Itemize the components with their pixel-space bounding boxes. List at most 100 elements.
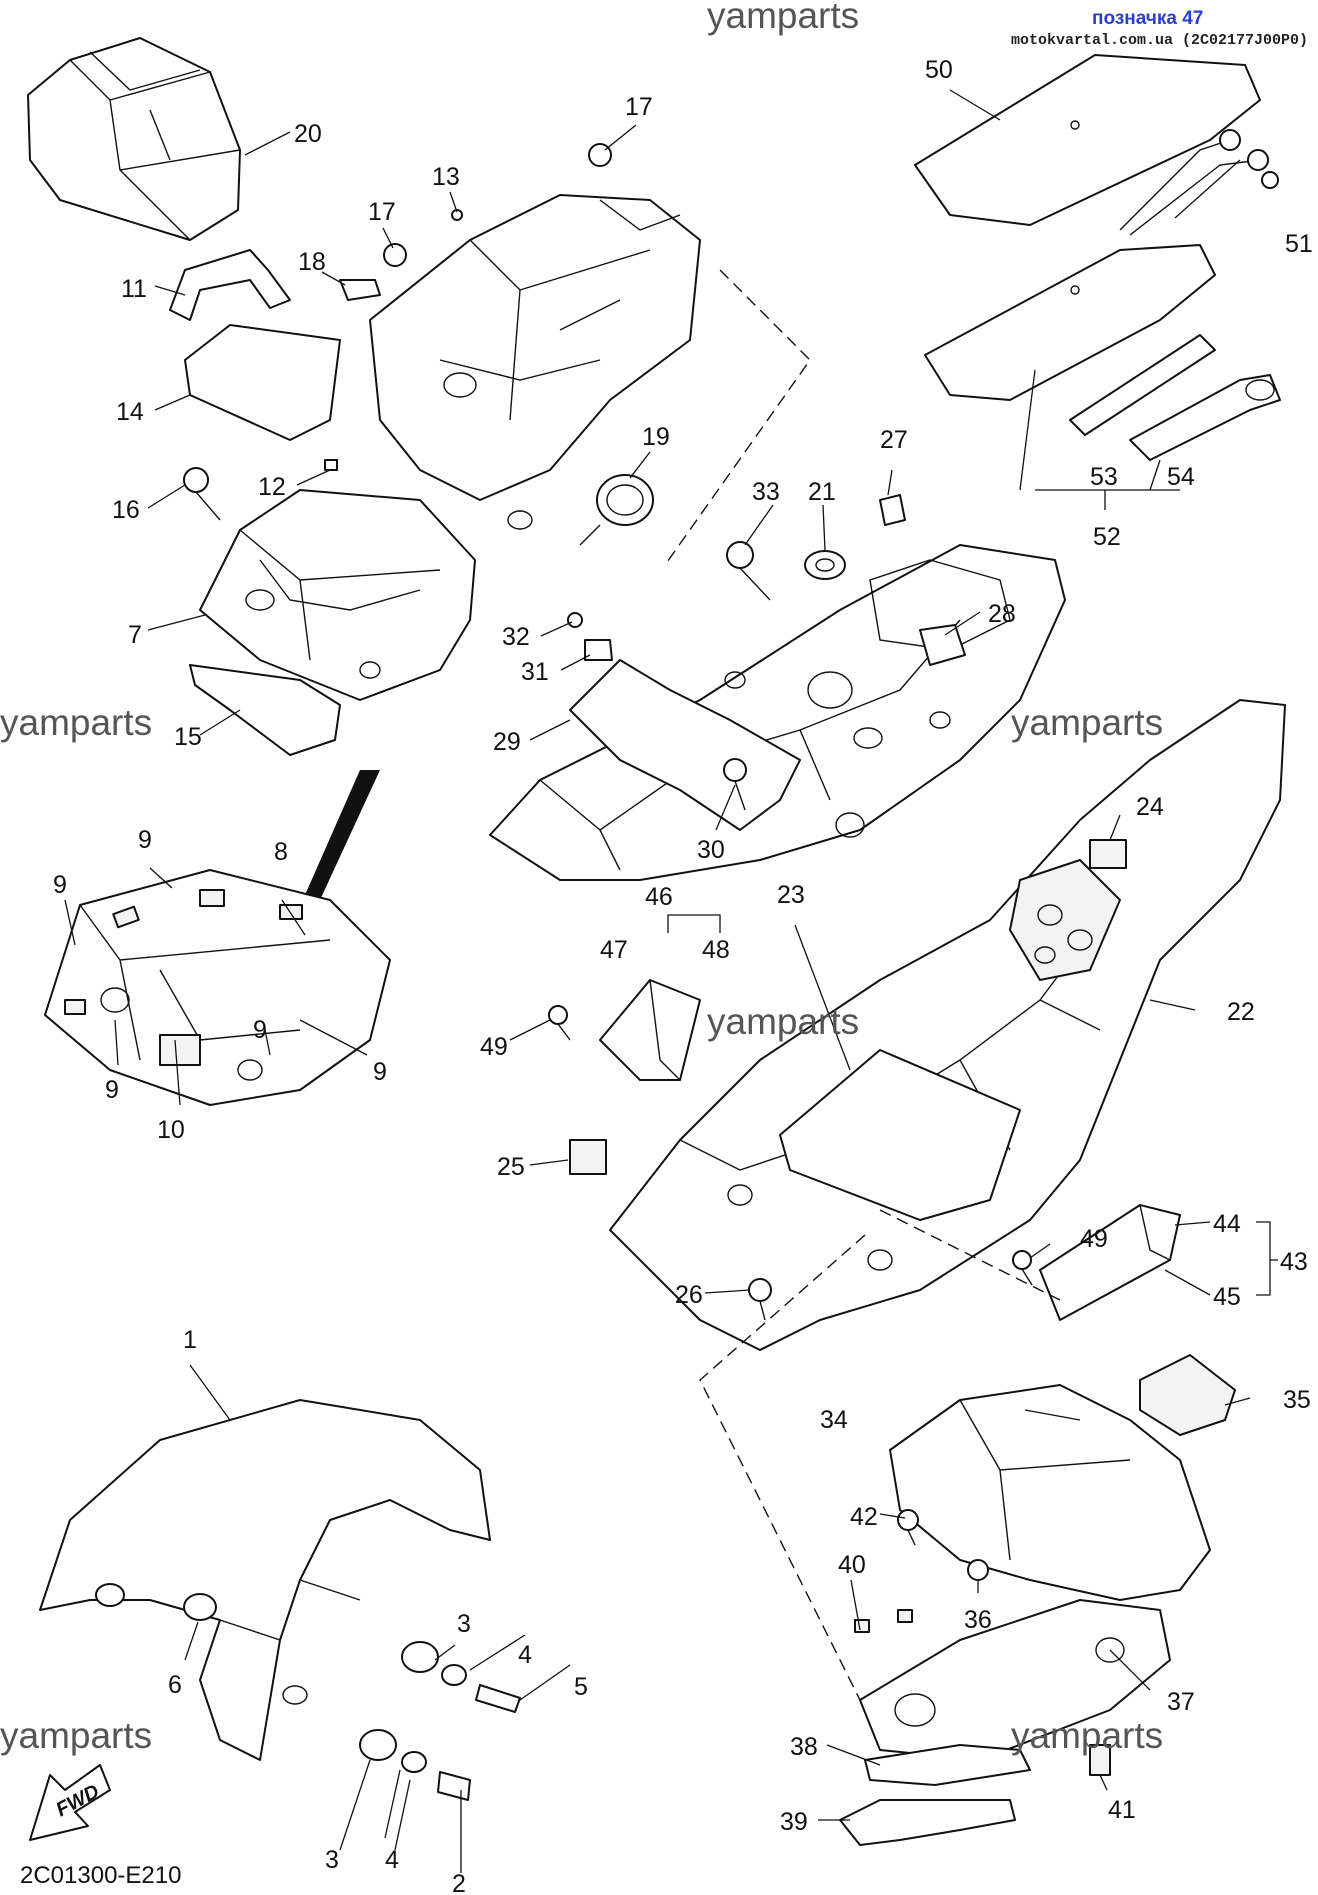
callout-15: 15 bbox=[174, 723, 202, 751]
callout-34: 34 bbox=[820, 1406, 848, 1434]
callout-49: 49 bbox=[480, 1033, 508, 1061]
callout-36: 36 bbox=[964, 1606, 992, 1634]
plate-part-15 bbox=[189, 664, 341, 756]
callout-4: 4 bbox=[518, 1641, 532, 1669]
callout-24: 24 bbox=[1136, 793, 1164, 821]
callout-29: 29 bbox=[493, 728, 521, 756]
callout-9: 9 bbox=[105, 1076, 119, 1104]
callout-22: 22 bbox=[1227, 998, 1255, 1026]
callout-25: 25 bbox=[497, 1153, 525, 1181]
callout-19: 19 bbox=[642, 423, 670, 451]
rear-frame-upper-assembly bbox=[369, 194, 701, 530]
seat-sheet-part-50 bbox=[914, 54, 1261, 226]
callout-44: 44 bbox=[1213, 1210, 1241, 1238]
callout-3: 3 bbox=[325, 1846, 339, 1874]
clamp-part-19 bbox=[579, 474, 654, 546]
callout-1: 1 bbox=[183, 1326, 197, 1354]
stay-part-38 bbox=[864, 1744, 1031, 1786]
callout-47: 47 bbox=[600, 936, 628, 964]
callout-21: 21 bbox=[808, 478, 836, 506]
callout-5: 5 bbox=[574, 1673, 588, 1701]
callout-20: 20 bbox=[294, 120, 322, 148]
callout-9: 9 bbox=[53, 871, 67, 899]
callout-27: 27 bbox=[880, 426, 908, 454]
callout-30: 30 bbox=[697, 836, 725, 864]
watermark: yamparts bbox=[707, 1001, 859, 1042]
callout-39: 39 bbox=[780, 1808, 808, 1836]
callout-4: 4 bbox=[385, 1846, 399, 1874]
source-link[interactable]: позначка 47 bbox=[1092, 8, 1203, 29]
callout-18: 18 bbox=[298, 248, 326, 276]
callout-16: 16 bbox=[112, 496, 140, 524]
callout-45: 45 bbox=[1213, 1283, 1241, 1311]
front-fender-fasteners-2-6 bbox=[183, 1593, 521, 1801]
callout-31: 31 bbox=[521, 658, 549, 686]
callout-14: 14 bbox=[116, 398, 144, 426]
bracket-parts-46-47-48 bbox=[599, 979, 701, 1081]
bolt-part-49-right bbox=[1012, 1250, 1033, 1286]
watermark: yamparts bbox=[1011, 1715, 1163, 1756]
watermark: yamparts bbox=[1011, 702, 1163, 743]
assembly-guide-lines bbox=[664, 269, 1061, 1701]
cover-part-29 bbox=[569, 659, 801, 831]
diagram-code: 2C01300-E210 bbox=[20, 1862, 181, 1889]
callout-9: 9 bbox=[138, 826, 152, 854]
watermark: yamparts bbox=[0, 1715, 152, 1756]
spanner-part-54 bbox=[1129, 374, 1281, 461]
battery-tray-part-7 bbox=[199, 489, 476, 701]
battery-case-part-20 bbox=[27, 37, 241, 241]
callout-26: 26 bbox=[675, 1281, 703, 1309]
reflector-part-35 bbox=[1139, 1354, 1236, 1436]
callout-17: 17 bbox=[368, 198, 396, 226]
source-caption: motokvartal.com.ua (2C02177J00P0) bbox=[1011, 32, 1308, 49]
callout-43: 43 bbox=[1280, 1248, 1308, 1276]
helmet-cable-part-51 bbox=[1119, 129, 1279, 236]
callout-10: 10 bbox=[157, 1116, 185, 1144]
callout-48: 48 bbox=[702, 936, 730, 964]
fwd-arrow-icon bbox=[29, 1764, 111, 1841]
callout-40: 40 bbox=[838, 1551, 866, 1579]
callout-2: 2 bbox=[452, 1870, 466, 1895]
pad-part-24 bbox=[1089, 839, 1127, 869]
callout-7: 7 bbox=[128, 621, 142, 649]
callout-12: 12 bbox=[258, 473, 286, 501]
stay-part-39 bbox=[839, 1799, 1016, 1846]
callout-38: 38 bbox=[790, 1733, 818, 1761]
callout-32: 32 bbox=[502, 623, 530, 651]
callout-11: 11 bbox=[121, 275, 147, 303]
watermark: yamparts bbox=[0, 702, 152, 743]
cover-sheet-part-14 bbox=[184, 324, 341, 441]
seat-pad-part-23 bbox=[779, 1049, 1021, 1221]
callout-42: 42 bbox=[850, 1503, 878, 1531]
callout-13: 13 bbox=[432, 163, 460, 191]
callout-9: 9 bbox=[373, 1058, 387, 1086]
callout-28: 28 bbox=[988, 600, 1016, 628]
wrench-part-53 bbox=[1069, 334, 1216, 436]
callout-23: 23 bbox=[777, 881, 805, 909]
bracket-parts-43-44-45 bbox=[1039, 1204, 1181, 1321]
block-part-25 bbox=[569, 1139, 607, 1175]
callout-53: 53 bbox=[1090, 463, 1118, 491]
callout-numbers: 1 2 3 3 4 4 5 6 7 8 9 9 9 9 9 10 11 12 1… bbox=[53, 56, 1313, 1895]
callout-51: 51 bbox=[1285, 230, 1313, 258]
small-parts-21-27-28-30-31-32-33 bbox=[567, 494, 966, 811]
pointer-wedge bbox=[305, 770, 380, 900]
license-bracket-parts-34-37 bbox=[859, 1384, 1211, 1761]
callout-6: 6 bbox=[168, 1671, 182, 1699]
callout-37: 37 bbox=[1167, 1688, 1195, 1716]
callout-41: 41 bbox=[1108, 1796, 1136, 1824]
callout-54: 54 bbox=[1167, 463, 1195, 491]
callout-33: 33 bbox=[752, 478, 780, 506]
callout-17: 17 bbox=[625, 93, 653, 121]
callout-46: 46 bbox=[645, 883, 673, 911]
front-fender-part-1 bbox=[39, 1399, 491, 1761]
fasteners-upper bbox=[183, 143, 612, 521]
callout-8: 8 bbox=[274, 838, 288, 866]
callout-9: 9 bbox=[253, 1016, 267, 1044]
tool-kit-part-52 bbox=[924, 244, 1216, 401]
bolt-part-49-left bbox=[548, 1005, 571, 1041]
callout-35: 35 bbox=[1283, 1386, 1311, 1414]
callout-leader-lines bbox=[64, 89, 1278, 1873]
lower-cover-parts-8-9-10 bbox=[44, 869, 391, 1106]
